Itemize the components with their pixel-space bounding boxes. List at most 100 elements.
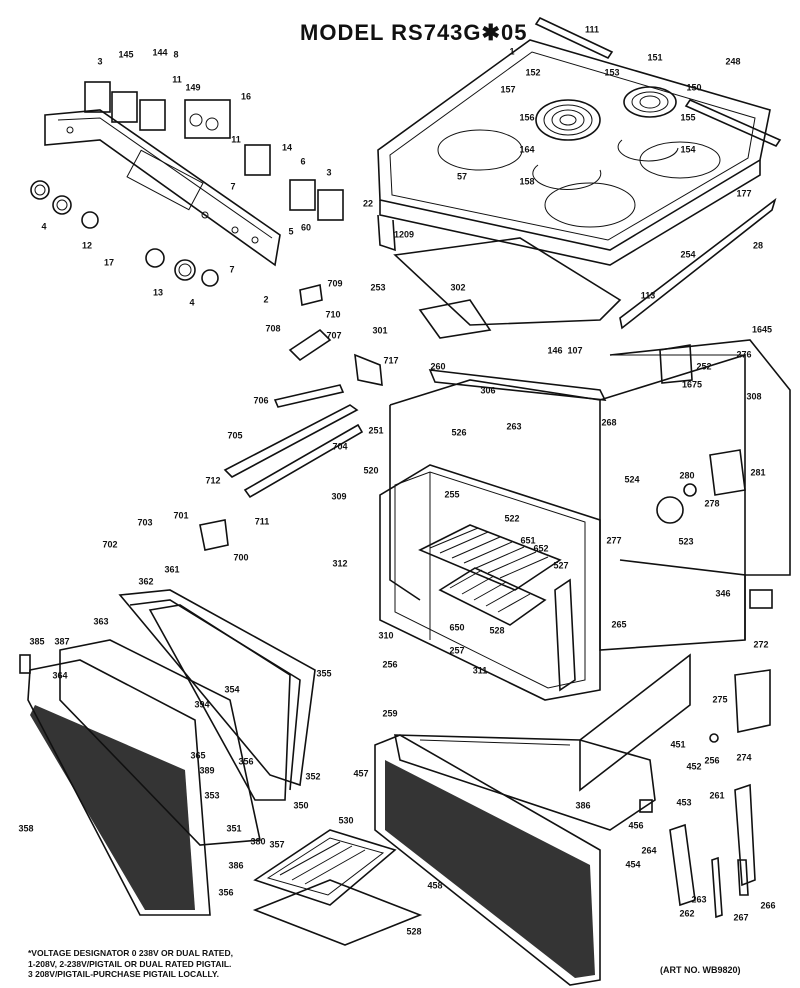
callout-451: 451 [670,739,686,750]
callout-266: 266 [760,900,776,911]
callout-650: 650 [449,622,465,633]
callout-177: 177 [736,188,752,199]
door-lock-assembly [199,284,383,551]
callout-272: 272 [753,639,769,650]
callout-704: 704 [332,441,348,452]
callout-154: 154 [680,144,696,155]
callout-1675: 1675 [681,379,703,390]
callout-356-top: 356 [238,756,254,767]
callout-356-bottom: 356 [218,887,234,898]
callout-711: 711 [254,516,270,527]
callout-7-top: 7 [230,181,236,192]
callout-253: 253 [370,282,386,293]
callout-155: 155 [680,112,696,123]
callout-354: 354 [224,684,240,695]
callout-351: 351 [226,823,242,834]
callout-156: 156 [519,112,535,123]
callout-261: 261 [709,790,725,801]
callout-17: 17 [103,257,115,268]
callout-520: 520 [363,465,379,476]
callout-265: 265 [611,619,627,630]
callout-310: 310 [378,630,394,641]
callout-346: 346 [715,588,731,599]
callout-357: 357 [269,839,285,850]
callout-11-mid: 11 [231,134,241,145]
callout-4-left: 4 [41,221,47,232]
callout-707: 707 [326,330,342,341]
callout-386: 386 [575,800,591,811]
misc-hardware [639,344,773,813]
callout-281: 281 [750,467,766,478]
callout-260: 260 [430,361,446,372]
callout-528-rack: 528 [489,625,505,636]
callout-146: 146 [547,345,563,356]
callout-394: 394 [194,699,210,710]
callout-1209: 1209 [393,229,415,240]
callout-301: 301 [372,325,388,336]
oven-door-assembly [19,589,316,916]
callout-703: 703 [137,517,153,528]
callout-522: 522 [504,513,520,524]
callout-710: 710 [325,309,341,320]
callout-8: 8 [173,49,179,60]
callout-700: 700 [233,552,249,563]
callout-706: 706 [253,395,269,406]
callout-151: 151 [647,52,663,63]
callout-4-bottom: 4 [189,297,195,308]
callout-13: 13 [152,287,164,298]
door-hinges [669,669,771,919]
main-body [389,237,791,792]
callout-28: 28 [752,240,764,251]
callout-267: 267 [733,912,749,923]
callout-1: 1 [509,46,515,57]
callout-457: 457 [353,768,369,779]
callout-152: 152 [525,67,541,78]
callout-386-door: 386 [228,860,244,871]
drawer-assembly [374,734,656,986]
callout-309: 309 [331,491,347,502]
footnote-line: *VOLTAGE DESIGNATOR 0 238V OR DUAL RATED… [28,948,233,958]
callout-311: 311 [472,665,488,676]
callout-387: 387 [54,636,70,647]
callout-530: 530 [338,815,354,826]
callout-254: 254 [680,249,696,260]
callout-702: 702 [102,539,118,550]
callout-256-a: 256 [382,659,398,670]
art-number: (ART NO. WB9820) [660,965,741,975]
callout-454: 454 [625,859,641,870]
callout-7-bottom: 7 [229,264,235,275]
callout-259: 259 [382,708,398,719]
callout-164: 164 [519,144,535,155]
callout-153: 153 [604,67,620,78]
callout-456: 456 [628,820,644,831]
callout-302: 302 [450,282,466,293]
callout-2: 2 [263,294,269,305]
callout-276: 276 [736,349,752,360]
callout-280: 280 [679,470,695,481]
callout-308: 308 [746,391,762,402]
callout-16: 16 [240,91,252,102]
callout-709: 709 [327,278,343,289]
callout-12: 12 [81,240,93,251]
callout-149: 149 [185,82,201,93]
callout-458: 458 [427,880,443,891]
callout-358: 358 [18,823,34,834]
callout-264: 264 [641,845,657,856]
callout-361: 361 [164,564,180,575]
callout-527: 527 [553,560,569,571]
control-panel [30,81,344,287]
callout-362: 362 [138,576,154,587]
callout-364: 364 [52,670,68,681]
callout-705: 705 [227,430,243,441]
callout-263-b: 263 [691,894,707,905]
callout-11-top: 11 [172,74,182,85]
callout-6: 6 [300,156,306,167]
diagram-title: MODEL RS743G✱05 [300,20,528,45]
callout-528-broiler: 528 [406,926,422,937]
callout-22: 22 [362,198,374,209]
callout-708: 708 [265,323,281,334]
cooktop-assembly [377,16,782,330]
callout-144: 144 [152,47,168,58]
callout-157: 157 [500,84,516,95]
